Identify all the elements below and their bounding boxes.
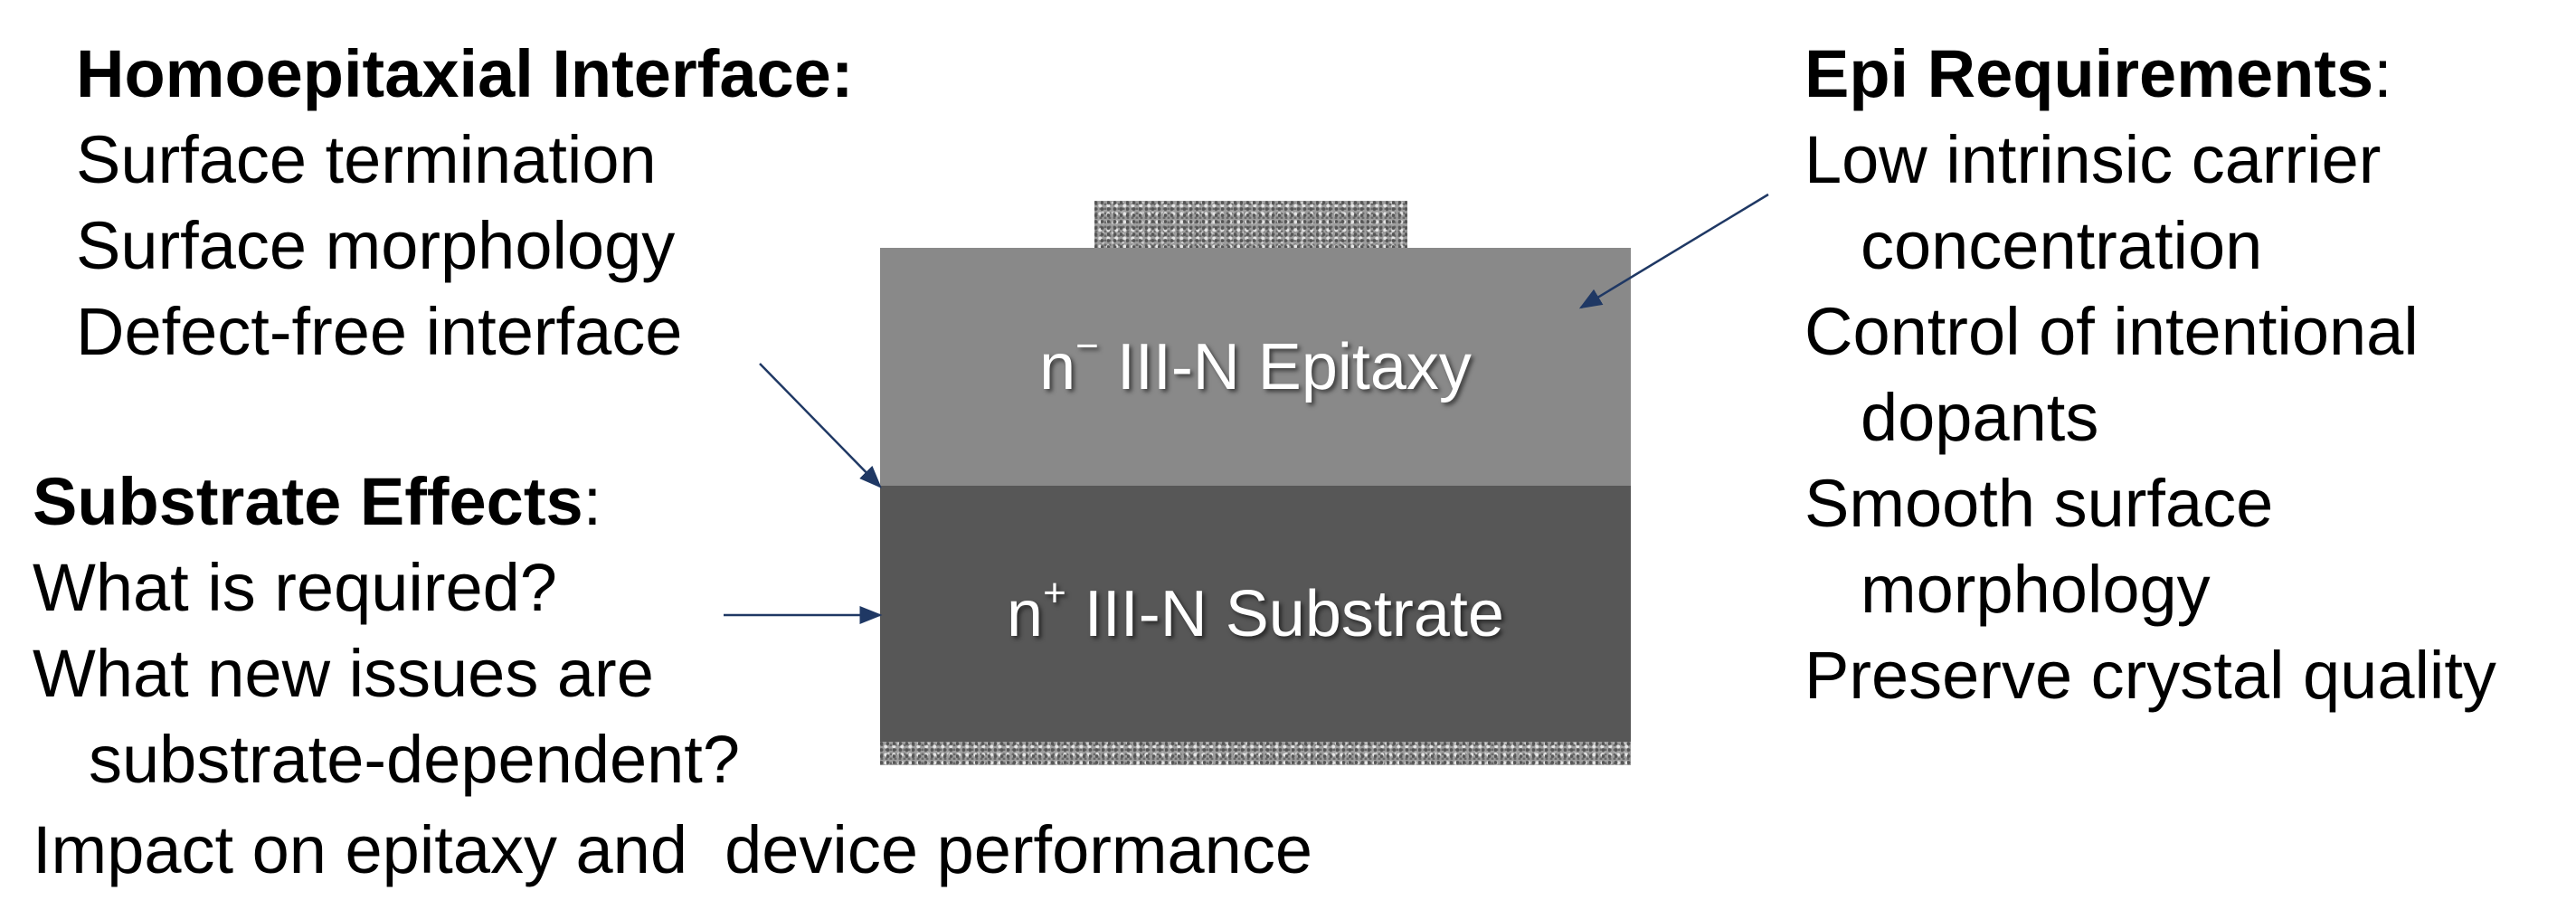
substrate-item-new-issues: What new issues are	[33, 636, 654, 711]
epi-item-concentration: concentration	[1861, 208, 2263, 283]
epitaxy-prefix: n	[1039, 330, 1076, 403]
epi-requirements-heading: Epi Requirements:	[1804, 32, 2392, 117]
substrate-effects-heading-colon: :	[582, 464, 602, 539]
epitaxy-layer-label: n− III-N Epitaxy	[1039, 324, 1472, 404]
substrate-effects-heading-text: Substrate Effects	[33, 464, 583, 539]
substrate-item-substrate-dependent: substrate-dependent?	[89, 722, 740, 797]
top-contact	[1094, 201, 1407, 248]
arrow-interface	[759, 363, 882, 488]
homoepitaxial-item-defect-free-interface: Defect-free interface	[76, 294, 683, 369]
epitaxy-label-text: III-N Epitaxy	[1098, 330, 1472, 403]
epitaxy-layer: n− III-N Epitaxy	[880, 248, 1631, 486]
substrate-superscript: +	[1043, 570, 1066, 615]
homoepitaxial-interface-heading: Homoepitaxial Interface:	[76, 36, 854, 111]
epi-item-low-intrinsic: Low intrinsic carrier	[1804, 122, 2382, 197]
substrate-layer-label: n+ III-N Substrate	[1007, 571, 1504, 651]
homoepitaxial-item-surface-termination: Surface termination	[76, 122, 657, 197]
substrate-item-impact: Impact on epitaxy and device performance	[33, 812, 1312, 887]
epi-item-control-intentional: Control of intentional	[1804, 294, 2419, 369]
epi-requirements-heading-text: Epi Requirements	[1804, 36, 2374, 111]
epitaxy-superscript: −	[1075, 323, 1099, 368]
substrate-label-text: III-N Substrate	[1065, 577, 1504, 650]
homoepitaxial-item-surface-morphology: Surface morphology	[76, 208, 676, 283]
bottom-contact	[880, 742, 1631, 765]
substrate-layer: n+ III-N Substrate	[880, 486, 1631, 742]
epi-item-morphology: morphology	[1861, 552, 2211, 627]
epi-item-smooth-surface: Smooth surface	[1804, 466, 2274, 541]
substrate-item-what-is-required: What is required?	[33, 550, 557, 625]
substrate-effects-heading: Substrate Effects:	[33, 460, 601, 545]
substrate-prefix: n	[1007, 577, 1044, 650]
epi-requirements-heading-colon: :	[2373, 36, 2392, 111]
epi-item-dopants: dopants	[1861, 380, 2099, 455]
epi-item-preserve-crystal: Preserve crystal quality	[1804, 638, 2496, 713]
